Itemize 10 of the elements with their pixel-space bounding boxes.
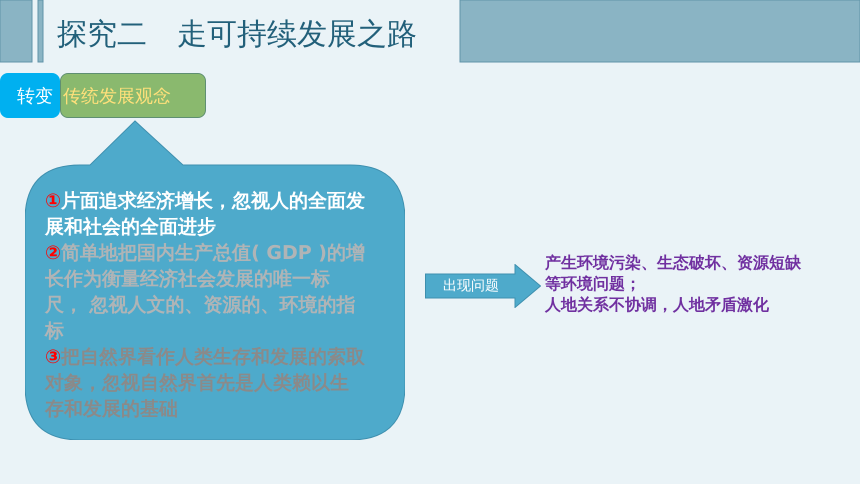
note-text: 产生环境污染、生态破坏、资源短缺等环境问题； [545, 252, 802, 294]
body-text: ③把自然界看作人类生存和发展的索取对象，忽视自然界首先是人类赖以生存和发展的基础 [45, 345, 366, 422]
body-text: ②简单地把国内生产总值( GDP )的增长作为衡量经济社会发展的唯一标尺， 忽视人文的、资源的、环境的指标 [45, 241, 366, 344]
body-text: ①片面追求经济增长，忽视人的全面发展和社会的全面进步 [45, 189, 366, 240]
title: 探究二 走可持续发展之路 [57, 16, 417, 54]
label-box: 传统发展观念 [60, 73, 206, 118]
label-box: 转变 [0, 73, 60, 118]
block-arrow: 出现问题 [425, 264, 541, 308]
note-text: 人地关系不协调，人地矛盾激化 [545, 294, 770, 315]
speech-bubble [25, 120, 405, 440]
